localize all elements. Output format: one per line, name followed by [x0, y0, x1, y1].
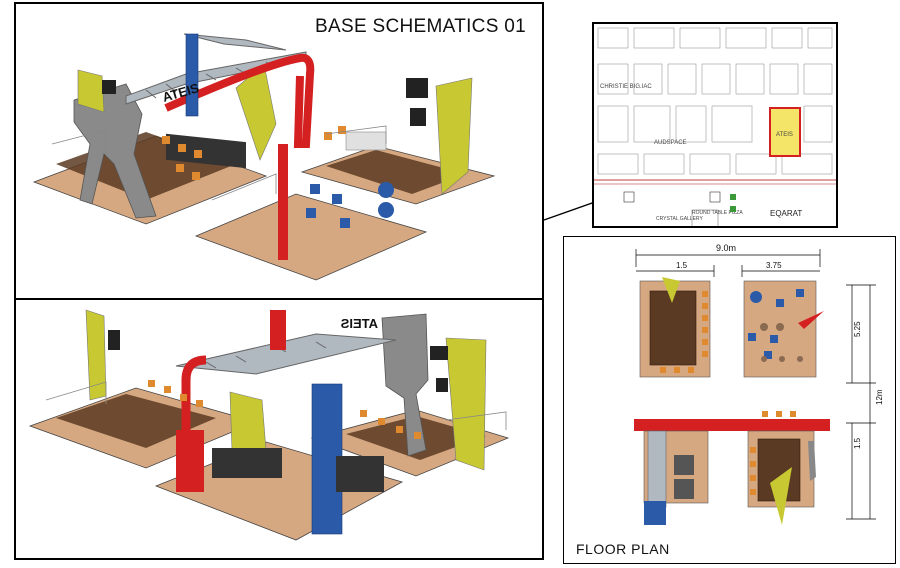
dim-total-depth: 12m [875, 389, 884, 405]
dim-left-module: 1.5 [676, 261, 688, 270]
bar-stools-right [324, 126, 346, 140]
platform-center [194, 193, 428, 281]
yellow-panel-1 [77, 69, 105, 113]
yellow-panel-plan-2 [770, 467, 792, 525]
dim-right-module: 3.75 [766, 261, 782, 270]
booth-3d-render-top: ATEIS [32, 33, 496, 281]
red-arch [164, 53, 315, 148]
bar-stools-b [148, 380, 421, 439]
truss-plan [647, 430, 667, 508]
red-column [278, 144, 288, 260]
plan-chairs [748, 289, 804, 359]
grey-wall-plan [808, 441, 816, 481]
red-panel-plan [798, 311, 824, 329]
map-stairs-icon [709, 191, 721, 203]
grey-wall-b [381, 313, 429, 457]
site-map: ATEIS CHRISTIE BIG.IAC AUDSPACE ROUND TA… [592, 22, 838, 228]
yellow-panel-plan-1 [662, 277, 680, 303]
counter-left [166, 133, 246, 169]
red-arch-b [181, 355, 207, 430]
red-beam-plan [634, 419, 830, 431]
lounge-chairs [306, 182, 394, 228]
map-label-ateis: ATEIS [776, 132, 793, 138]
wood-floor-right [326, 150, 466, 194]
sofa-1 [212, 448, 282, 478]
map-label-eqarat: EQARAT [770, 209, 802, 218]
booth-sign-text-b: ATEIS [340, 316, 378, 331]
map-green-marker-1 [730, 194, 736, 200]
schematic-view-top: ATEIS BASE SCHEMATICS 01 [14, 2, 544, 300]
dim-depth-upper: 5.25 [853, 321, 862, 337]
map-green-marker-2 [730, 206, 736, 212]
bar-stools-left [162, 136, 202, 180]
site-map-drawing: ATEIS CHRISTIE BIG.IAC AUDSPACE ROUND TA… [594, 27, 836, 226]
sofa-plan-1 [674, 455, 694, 475]
dim-total-width: 9.0m [716, 243, 736, 253]
red-panel-b [270, 310, 286, 350]
grey-arch-wall [73, 83, 157, 219]
wood-floor-ul [649, 290, 697, 366]
map-label-audspace: AUDSPACE [654, 140, 687, 146]
schematic-view-bottom: ATEIS [14, 298, 544, 560]
sofa-plan-2 [674, 479, 694, 499]
blue-column [185, 33, 199, 117]
screen-b2 [436, 378, 448, 392]
dim-depth-lower: 1.5 [853, 437, 862, 449]
screen-3 [102, 80, 116, 94]
sofa-2 [336, 456, 384, 492]
floor-plan-drawing: 9.0m 1.5 3.75 5.25 12m 1.5 [634, 243, 884, 525]
floor-plan-title: FLOOR PLAN [576, 541, 670, 557]
screen-b3 [108, 330, 120, 350]
yellow-panel-3 [435, 77, 473, 195]
booth-3d-render-bottom: ATEIS [28, 309, 510, 541]
booth-location-highlight [769, 107, 801, 157]
overhead-truss-b [175, 333, 397, 375]
screen-b1 [430, 346, 448, 360]
schematic-title: BASE SCHEMATICS 01 [315, 16, 526, 37]
blue-column-plan [644, 501, 666, 525]
map-label-gallery: CRYSTAL GALLERY [656, 216, 703, 222]
map-label-christie: CHRISTIE BIG.IAC [600, 84, 652, 90]
red-plinth-b [176, 430, 204, 492]
map-label-pizza: ROUND TABLE PIZZA [692, 210, 743, 216]
screen-1 [406, 78, 428, 98]
railings [51, 125, 387, 201]
railings-b [45, 381, 507, 430]
screen-2 [410, 108, 426, 126]
map-info-icon [623, 191, 635, 203]
floor-plan-panel: 9.0m 1.5 3.75 5.25 12m 1.5 FLOOR PLAN [563, 236, 896, 564]
